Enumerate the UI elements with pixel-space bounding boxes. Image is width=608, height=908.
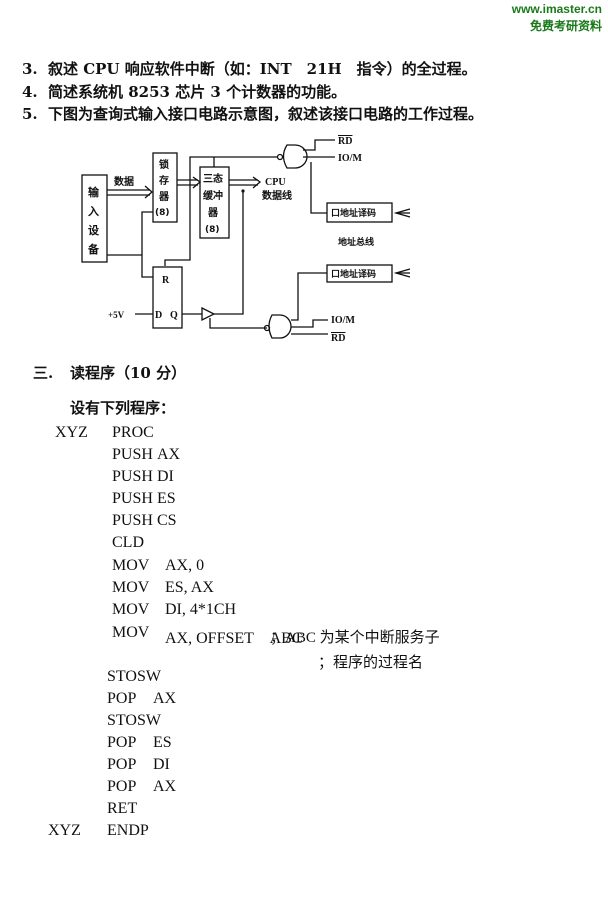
code-op: POP — [107, 690, 137, 707]
code-comment: ；ABC 为某个中断服务子 — [270, 630, 440, 646]
code-op: MOV — [112, 579, 150, 596]
question-5: 5. 下图为查询式输入接口电路示意图，叙述该接口电路的工作过程。 — [22, 103, 483, 124]
question-number: 4. — [22, 83, 38, 101]
input-device-label: 入 — [88, 205, 99, 218]
code-op: MOV — [112, 601, 150, 618]
code-op: PUSH — [112, 512, 153, 529]
code-args: DI — [153, 756, 170, 773]
code-args: AX — [153, 778, 177, 795]
code-args: ES — [153, 734, 172, 751]
code-args: ES — [157, 490, 176, 507]
code-op: ENDP — [107, 822, 149, 839]
latch-label: 存 — [159, 174, 169, 187]
section-heading: 读程序（10 分） — [70, 364, 187, 382]
iom-label: IO/M — [331, 315, 355, 326]
code-args: AX — [153, 690, 177, 707]
decoder-label: 口地址译码 — [331, 268, 376, 280]
iom-label: IO/M — [338, 153, 362, 164]
top-address-decoder — [326, 202, 393, 223]
code-args: AX — [157, 446, 181, 463]
code-op: PUSH — [112, 446, 153, 463]
buffer-label: 三态 — [203, 172, 223, 185]
code-op: CLD — [112, 534, 144, 551]
buffer-label: (8) — [205, 225, 220, 235]
code-op: RET — [107, 800, 138, 817]
code-op: PROC — [112, 424, 154, 441]
latch-label: (8) — [155, 208, 170, 218]
input-device-label: 输 — [88, 185, 100, 199]
address-bus-label: 地址总线 — [338, 236, 374, 248]
code-op: PUSH — [112, 490, 153, 507]
section-intro: 设有下列程序： — [70, 399, 176, 417]
data-label: 数据 — [114, 175, 134, 188]
code-args: DI, 4*1CH — [165, 601, 237, 618]
code-op: POP — [107, 756, 137, 773]
buffer-gate — [201, 306, 216, 322]
code-op: STOSW — [107, 668, 161, 685]
decoder-label: 口地址译码 — [331, 207, 376, 219]
ff-q-label: Q — [170, 310, 178, 321]
code-op: STOSW — [107, 712, 161, 729]
question-number: 5. — [22, 105, 38, 123]
watermark-slogan: 免费考研资料 — [529, 19, 602, 33]
input-device-label: 备 — [87, 242, 100, 256]
question-3: 3. 叙述 CPU 响应软件中断（如：INT 21H 指令）的全过程。 — [22, 58, 477, 79]
question-text: 叙述 CPU 响应软件中断（如：INT 21H 指令）的全过程。 — [48, 60, 477, 78]
rd-label: RD — [338, 136, 352, 147]
question-number: 3. — [22, 60, 38, 78]
rd-label: RD — [331, 333, 345, 344]
input-device-box — [81, 174, 108, 263]
watermark-url: www.imaster.cn — [511, 2, 602, 16]
latch-box — [152, 152, 178, 223]
interface-circuit-diagram: 输 入 设 备 数据 锁 存 器 (8) 三态 缓冲 器 (8) CPU 数据线… — [81, 136, 411, 344]
code-op: MOV — [112, 624, 150, 641]
code-op: POP — [107, 734, 137, 751]
section-number: 三. — [33, 364, 54, 382]
code-label: XYZ — [55, 424, 88, 441]
code-args: AX, 0 — [165, 557, 205, 574]
vcc-label: +5V — [108, 310, 125, 320]
flip-flop-box — [152, 266, 183, 329]
code-args: ES, AX — [165, 579, 214, 596]
code-args: DI — [157, 468, 174, 485]
question-4: 4. 简述系统机 8253 芯片 3 个计数器的功能。 — [22, 81, 346, 102]
cpu-bus-label: 数据线 — [262, 189, 292, 202]
latch-label: 锁 — [159, 158, 169, 171]
bottom-gate — [268, 314, 292, 339]
code-args: AX, OFFSET ABC — [165, 630, 303, 647]
buffer-label: 缓冲 — [202, 189, 223, 202]
latch-label: 器 — [158, 191, 170, 203]
buffer-label: 器 — [207, 207, 219, 219]
input-device-label: 设 — [88, 223, 100, 237]
ff-d-label: D — [155, 310, 162, 321]
ff-r-label: R — [162, 275, 170, 286]
code-label: XYZ — [48, 822, 81, 839]
code-comment: ；程序的过程名 — [318, 655, 424, 671]
code-op: PUSH — [112, 468, 153, 485]
cpu-bus-label: CPU — [265, 177, 286, 188]
code-args: CS — [157, 512, 177, 529]
question-text: 下图为查询式输入接口电路示意图，叙述该接口电路的工作过程。 — [48, 105, 484, 123]
code-op: MOV — [112, 557, 150, 574]
question-text: 简述系统机 8253 芯片 3 个计数器的功能。 — [48, 83, 347, 101]
top-gate — [282, 144, 308, 169]
code-op: POP — [107, 778, 137, 795]
